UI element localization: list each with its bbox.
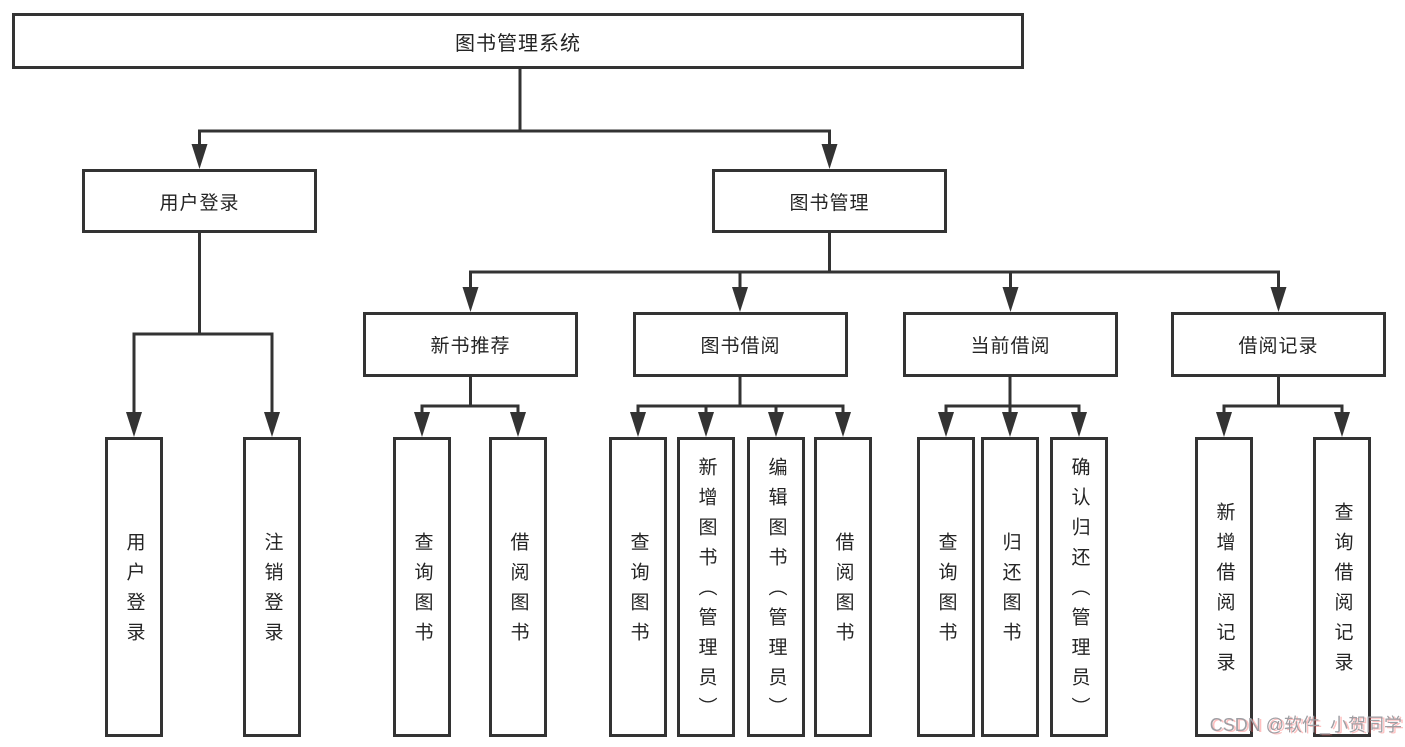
- connector-root-to-level2: [198, 69, 831, 144]
- node-borrow-records: 借阅记录: [1171, 312, 1386, 377]
- arrow-to-current-borrow: [1002, 287, 1019, 312]
- leaf-user-login-label: 用户登录: [123, 532, 145, 652]
- leaf-borrow-query-label: 查询图书: [627, 532, 649, 652]
- leaf-borrow-do-label: 借阅图书: [832, 532, 854, 652]
- leaf-records-query: 查询借阅记录: [1313, 437, 1371, 737]
- node-book-management: 图书管理: [712, 169, 947, 233]
- connector-records-children: [1222, 377, 1344, 412]
- arrow-to-leaf-current-return: [1002, 412, 1018, 437]
- arrow-to-leaf-logout: [264, 412, 280, 437]
- leaf-borrow-edit-admin-label: 编辑图书（管理员）: [765, 457, 787, 727]
- connector-userlogin-children: [132, 233, 274, 412]
- leaf-records-query-label: 查询借阅记录: [1331, 502, 1353, 682]
- leaf-borrow-query: 查询图书: [609, 437, 667, 737]
- arrow-to-leaf-current-query: [938, 412, 954, 437]
- leaf-user-login: 用户登录: [105, 437, 163, 737]
- arrow-to-book-management: [821, 144, 838, 169]
- leaf-newbook-query: 查询图书: [393, 437, 451, 737]
- leaf-current-confirm-admin-label: 确认归还（管理员）: [1068, 457, 1090, 727]
- connector-currentborrow-children: [944, 377, 1081, 412]
- arrow-to-leaf-records-add: [1216, 412, 1232, 437]
- arrow-to-leaf-borrow-edit: [768, 412, 784, 437]
- arrow-to-book-borrow: [732, 287, 748, 312]
- leaf-borrow-add-admin: 新增图书（管理员）: [677, 437, 735, 737]
- node-user-login: 用户登录: [82, 169, 317, 233]
- leaf-records-add-label: 新增借阅记录: [1213, 502, 1235, 682]
- arrow-to-leaf-login: [126, 412, 142, 437]
- leaf-newbook-borrow-label: 借阅图书: [507, 532, 529, 652]
- leaf-logout-label: 注销登录: [261, 532, 283, 652]
- leaf-current-query: 查询图书: [917, 437, 975, 737]
- leaf-newbook-borrow: 借阅图书: [489, 437, 547, 737]
- node-current-borrow: 当前借阅: [903, 312, 1118, 377]
- arrow-to-leaf-current-confirm: [1071, 412, 1087, 437]
- node-library-management-system: 图书管理系统: [12, 13, 1024, 69]
- leaf-records-add: 新增借阅记录: [1195, 437, 1253, 737]
- node-book-borrow: 图书借阅: [633, 312, 848, 377]
- arrow-to-new-book-recommend: [462, 287, 479, 312]
- leaf-borrow-do: 借阅图书: [814, 437, 872, 737]
- leaf-borrow-edit-admin: 编辑图书（管理员）: [747, 437, 805, 737]
- arrow-to-leaf-newbook-query: [414, 412, 430, 437]
- connector-newbook-children: [420, 377, 520, 412]
- connector-bookborrow-children: [636, 377, 845, 412]
- arrow-to-leaf-borrow-query: [630, 412, 646, 437]
- csdn-watermark: CSDN @软件_小贺同学: [1209, 715, 1402, 735]
- leaf-current-query-label: 查询图书: [935, 532, 957, 652]
- leaf-logout: 注销登录: [243, 437, 301, 737]
- leaf-borrow-add-admin-label: 新增图书（管理员）: [695, 457, 717, 727]
- connector-bookmgmt-to-level3: [469, 233, 1280, 287]
- arrow-to-leaf-records-query: [1334, 412, 1350, 437]
- leaf-current-return-label: 归还图书: [999, 532, 1021, 652]
- leaf-current-confirm-admin: 确认归还（管理员）: [1050, 437, 1108, 737]
- arrow-to-leaf-newbook-borrow: [510, 412, 526, 437]
- node-new-book-recommend: 新书推荐: [363, 312, 578, 377]
- arrow-to-leaf-borrow-add: [698, 412, 714, 437]
- arrowheads: [126, 144, 1350, 437]
- arrow-to-borrow-records: [1270, 287, 1287, 312]
- arrow-to-user-login: [191, 144, 208, 169]
- arrow-to-leaf-borrow-do: [835, 412, 851, 437]
- leaf-current-return: 归还图书: [981, 437, 1039, 737]
- leaf-newbook-query-label: 查询图书: [411, 532, 433, 652]
